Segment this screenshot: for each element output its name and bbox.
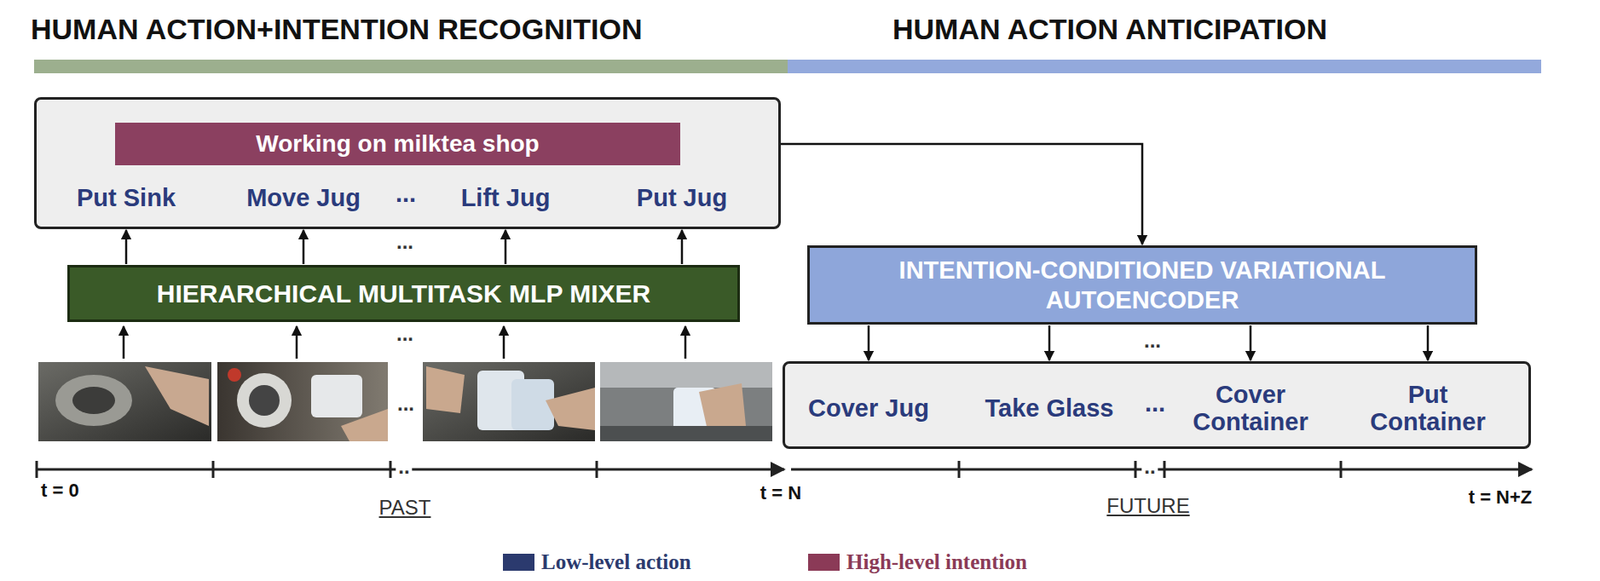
ellipsis: ... (396, 231, 414, 253)
flow-arrow (1048, 325, 1052, 361)
video-frame (38, 362, 212, 442)
legend-swatch (498, 554, 535, 572)
flow-arrow (681, 230, 684, 265)
box-text: INTENTION-CONDITIONED VARIATIONAL AUTOEN… (835, 255, 1450, 316)
time-label: t = N+Z (1468, 486, 1533, 509)
action-label: Put Jug (636, 184, 728, 212)
action-label: ... (395, 179, 416, 208)
period-label: FUTURE (1106, 494, 1190, 519)
ellipsis: ... (397, 393, 415, 415)
process-box: HIERARCHICAL MULTITASK MLP MIXER (67, 265, 740, 323)
group-box: Put Sink Move Jug... Lift Jug Put Jug Workin… (34, 97, 781, 230)
flow-arrow (125, 230, 128, 265)
legend-text: Low-level action (541, 550, 692, 575)
action-label: Take Glass (984, 394, 1114, 422)
flow-arrow (1426, 325, 1430, 361)
action-label: Cover Container (1176, 381, 1326, 437)
box-text: Working on milktea shop (255, 130, 539, 158)
section-heading: HUMAN ACTION+INTENTION RECOGNITION (30, 12, 642, 47)
action-label: Put Sink (76, 184, 176, 212)
period-label: PAST (379, 496, 432, 520)
intention-band: Working on milktea shop (115, 122, 681, 166)
flow-arrow (1249, 325, 1253, 361)
section-bar (34, 59, 788, 74)
group-box: Cover Jug Take Glass... Cover Container Put… (782, 361, 1531, 450)
ellipsis: ... (396, 323, 414, 345)
process-box: INTENTION-CONDITIONED VARIATIONAL AUTOEN… (807, 245, 1478, 325)
video-frame (600, 362, 773, 442)
flow-arrow (780, 144, 1143, 245)
flow-arrow (867, 325, 871, 361)
section-heading: HUMAN ACTION ANTICIPATION (892, 12, 1328, 47)
action-label: Lift Jug (461, 184, 551, 212)
legend-swatch (803, 554, 840, 572)
time-label: t = 0 (40, 479, 80, 503)
ellipsis: .. (1141, 456, 1158, 478)
time-label: t = N (760, 482, 802, 505)
ellipsis: ... (1143, 330, 1162, 352)
action-label: ... (1144, 389, 1166, 417)
flow-arrow (504, 230, 508, 265)
video-frame (217, 362, 388, 442)
timeline (36, 461, 1532, 479)
legend-text: High-level intention (846, 550, 1028, 575)
ellipsis: .. (395, 456, 412, 478)
video-frame (422, 362, 595, 442)
flow-arrow (302, 230, 306, 265)
action-label: Cover Jug (808, 394, 930, 422)
box-text: HIERARCHICAL MULTITASK MLP MIXER (156, 279, 651, 309)
action-label: Put Container (1353, 381, 1503, 437)
section-bar (787, 59, 1542, 74)
action-label: Move Jug (246, 184, 361, 212)
